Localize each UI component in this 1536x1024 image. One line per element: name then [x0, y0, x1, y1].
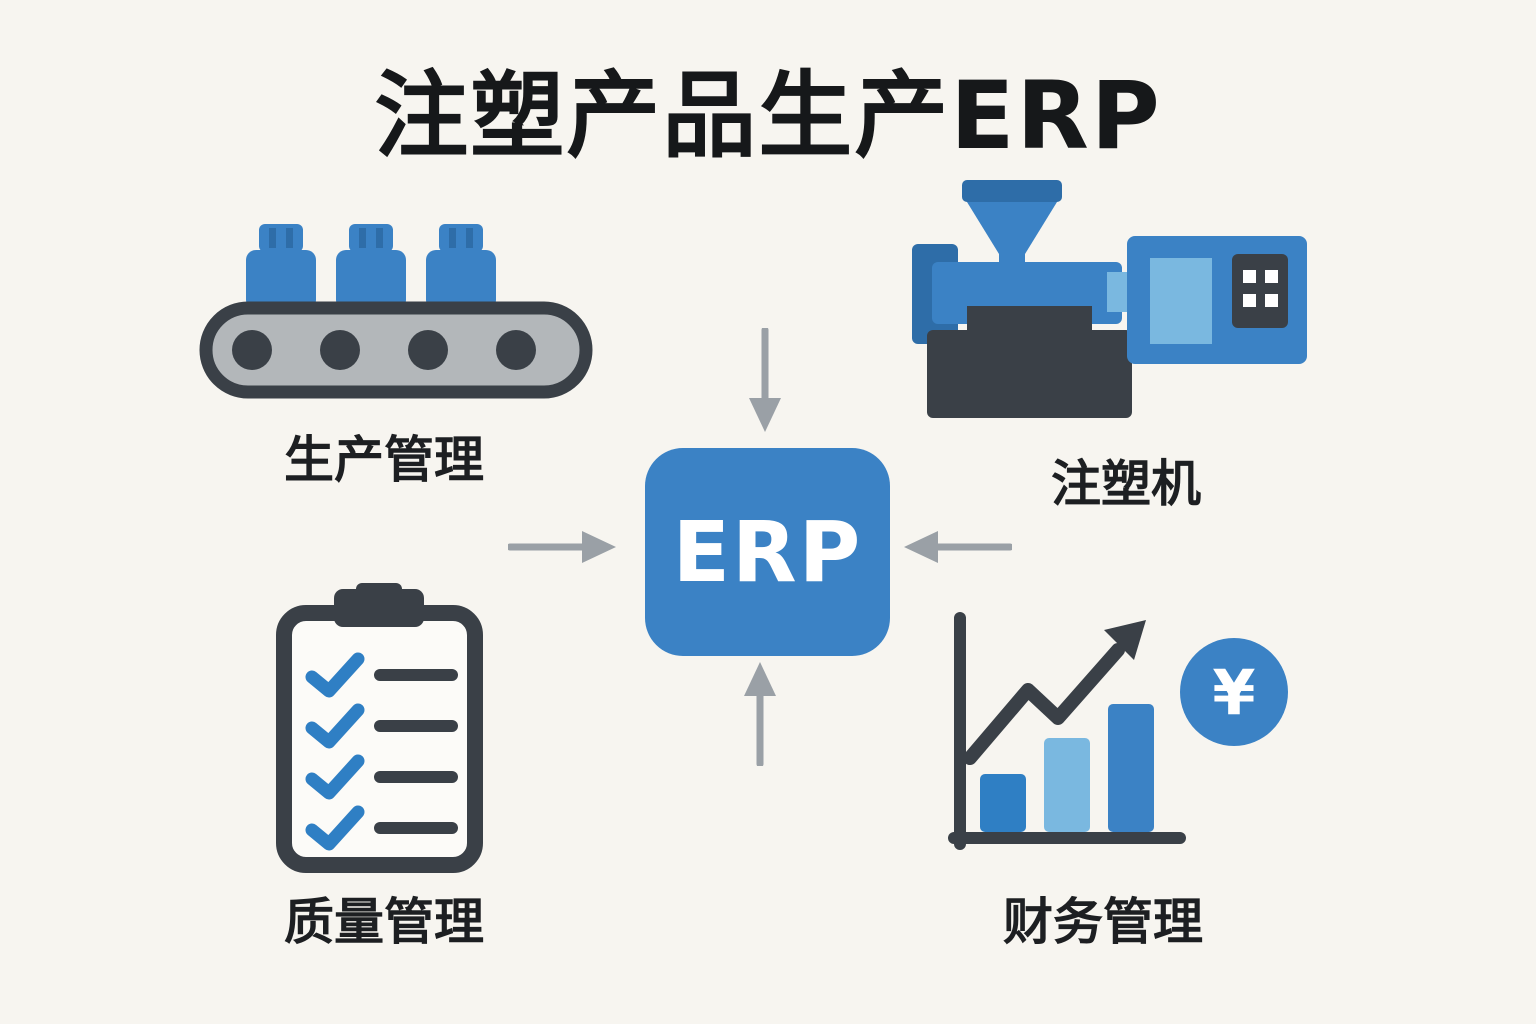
finance-label: 财务管理	[1003, 893, 1203, 951]
erp-label: ERP	[672, 503, 863, 601]
machine-label: 注塑机	[1051, 455, 1201, 513]
bar-2	[1044, 738, 1090, 832]
bottle-icon	[336, 224, 406, 310]
currency-symbol: ¥	[1212, 656, 1255, 729]
clipboard-checklist-icon	[276, 583, 483, 873]
arrow-left-icon	[508, 531, 616, 563]
quality-label: 质量管理	[284, 893, 484, 951]
conveyor-belt-icon	[199, 224, 593, 399]
cabinet-screen	[1150, 258, 1212, 344]
production-label: 生产管理	[284, 431, 484, 489]
cabinet-panel	[1232, 254, 1288, 328]
arrow-top-icon	[749, 328, 781, 432]
page-title: 注塑产品生产ERP	[374, 62, 1162, 171]
injection-molding-machine-icon	[912, 180, 1307, 418]
bottle-icon	[426, 224, 496, 310]
bottle-icon	[246, 224, 316, 310]
currency-badge-icon	[1180, 638, 1288, 746]
erp-center-node: ERP	[645, 448, 890, 656]
bar-3	[1108, 704, 1154, 832]
clipboard-clip	[334, 589, 424, 627]
bar-1	[980, 774, 1026, 832]
arrow-bottom-icon	[744, 662, 776, 766]
arrow-right-icon	[904, 531, 1012, 563]
checklist-lines	[374, 669, 458, 834]
hopper-icon	[962, 180, 1062, 202]
checklist-row	[305, 652, 365, 851]
growth-arrow-icon	[963, 643, 1125, 765]
bar-chart-growth-icon: ¥	[948, 612, 1288, 850]
